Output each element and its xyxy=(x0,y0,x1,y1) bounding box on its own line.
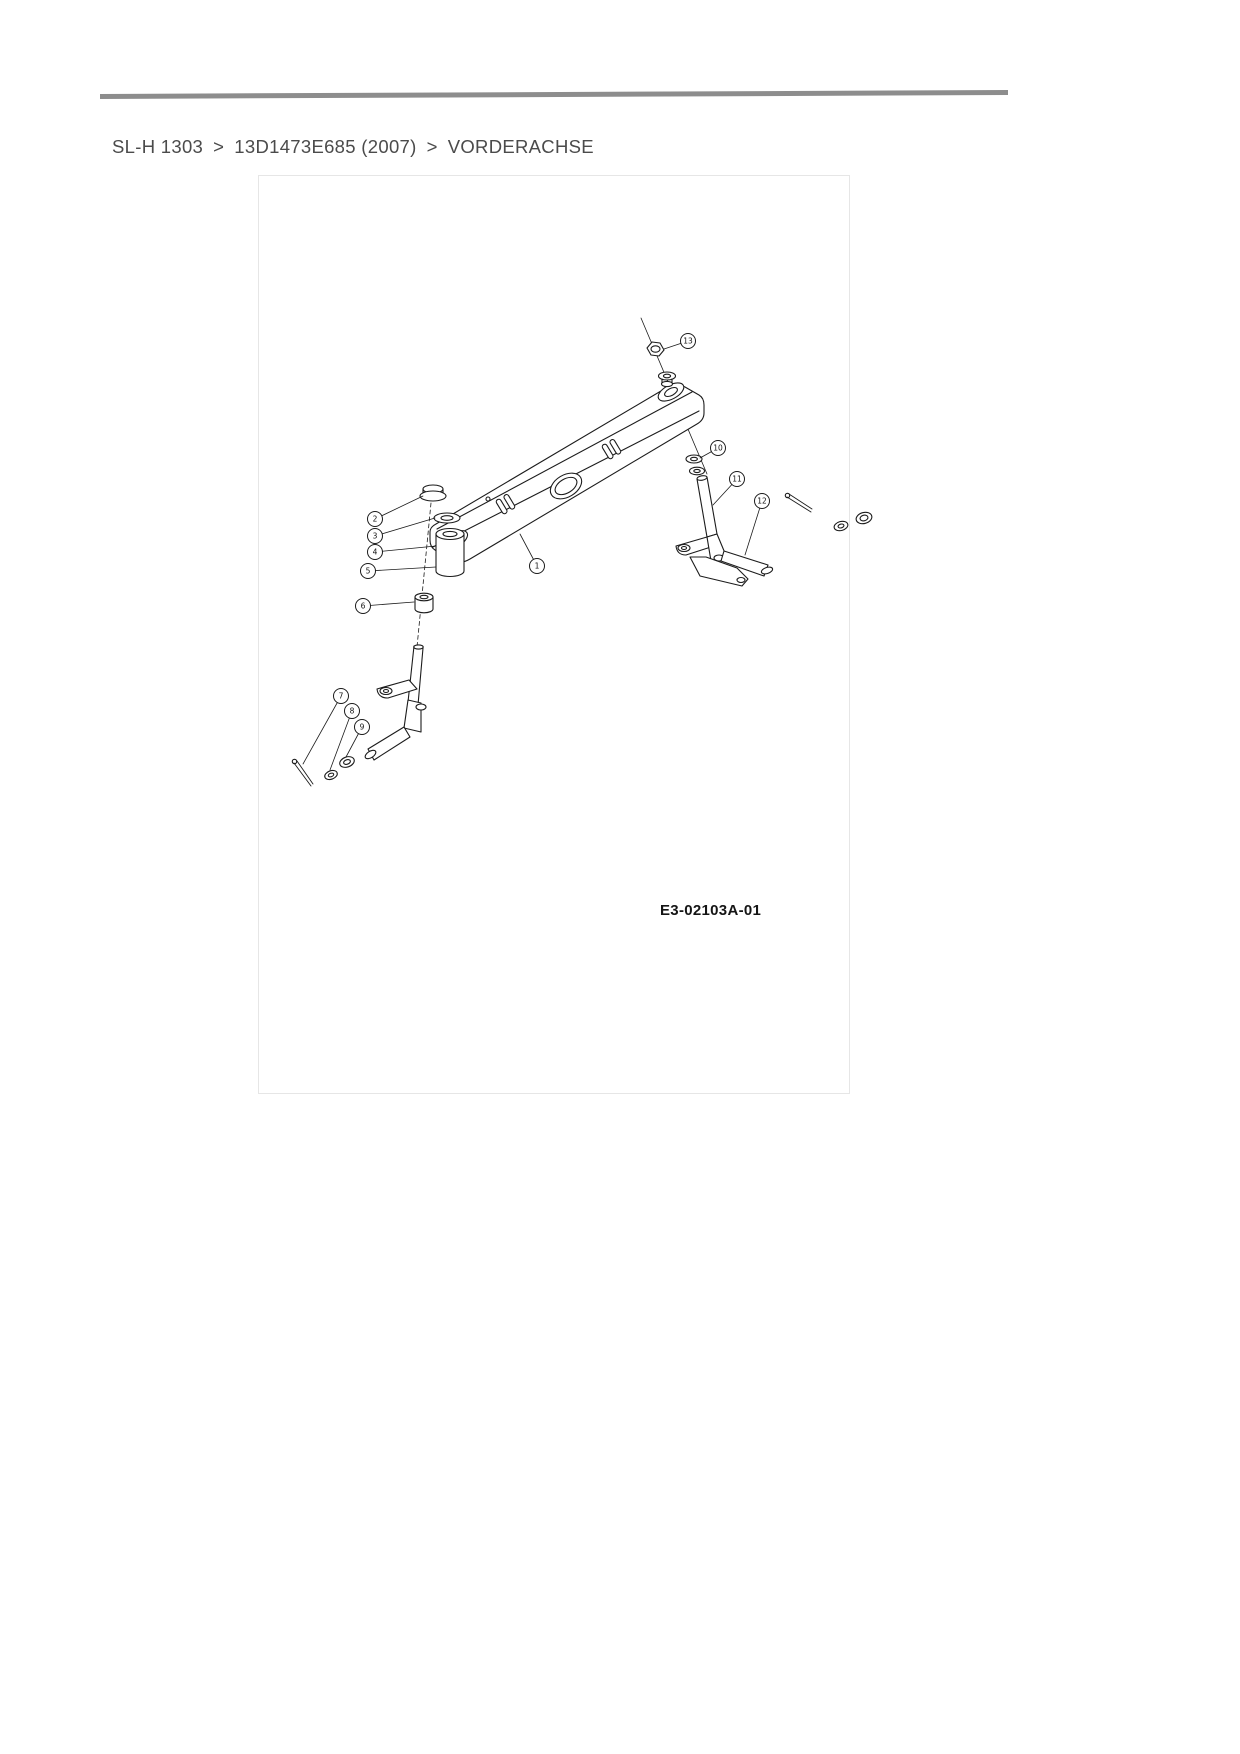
left-ring-washer xyxy=(339,756,355,768)
right-washer-stack xyxy=(685,454,706,476)
breadcrumb: SL-H 1303 > 13D1473E685 (2007) > VORDERA… xyxy=(112,136,594,158)
svg-text:3: 3 xyxy=(373,532,378,541)
top-lock-nut xyxy=(646,341,665,357)
right-ring-washer xyxy=(855,511,873,525)
breadcrumb-item-article[interactable]: 13D1473E685 (2007) xyxy=(234,136,417,157)
left-lower-bushing xyxy=(414,592,434,614)
top-flange-washer xyxy=(657,371,677,388)
svg-text:6: 6 xyxy=(361,602,366,611)
callout-2[interactable]: 2 xyxy=(367,495,424,527)
breadcrumb-item-model[interactable]: SL-H 1303 xyxy=(112,136,204,157)
breadcrumb-separator: > xyxy=(426,136,438,157)
right-kingpin xyxy=(696,475,718,538)
svg-text:9: 9 xyxy=(360,723,365,732)
breadcrumb-separator: > xyxy=(213,136,225,157)
left-flat-washer xyxy=(324,769,338,781)
svg-text:12: 12 xyxy=(757,497,767,506)
axle-beam xyxy=(429,382,705,563)
left-cotter-pin xyxy=(291,758,314,787)
callout-10[interactable]: 10 xyxy=(699,440,726,459)
svg-text:1: 1 xyxy=(535,562,540,571)
breadcrumb-item-assembly[interactable]: VORDERACHSE xyxy=(447,136,594,157)
callout-11[interactable]: 11 xyxy=(712,471,745,506)
svg-text:5: 5 xyxy=(366,567,371,576)
left-pivot-cap xyxy=(419,484,447,502)
callout-12[interactable]: 12 xyxy=(744,493,770,556)
callout-4[interactable]: 4 xyxy=(367,544,437,560)
svg-text:2: 2 xyxy=(373,515,378,524)
diagram-frame xyxy=(258,175,850,1094)
svg-text:11: 11 xyxy=(732,475,742,484)
callout-8[interactable]: 8 xyxy=(329,703,360,771)
svg-text:4: 4 xyxy=(373,548,378,557)
axle-center-hole xyxy=(549,472,583,500)
diagram-code-label: E3-02103A-01 xyxy=(660,902,762,919)
right-spindle-assembly xyxy=(675,533,774,587)
callout-6[interactable]: 6 xyxy=(355,598,415,614)
callout-13[interactable]: 13 xyxy=(663,333,696,350)
callout-3[interactable]: 3 xyxy=(367,517,436,544)
left-kingpin-bushing xyxy=(435,527,465,578)
callout-9[interactable]: 9 xyxy=(345,719,370,758)
right-flat-washer xyxy=(833,520,849,532)
svg-text:10: 10 xyxy=(713,444,723,453)
svg-text:8: 8 xyxy=(350,707,355,716)
axle-slots-right xyxy=(601,439,622,460)
right-cotter-pin xyxy=(784,492,813,513)
left-flange-washer xyxy=(433,512,461,524)
svg-text:13: 13 xyxy=(683,337,693,346)
left-spindle-assembly xyxy=(364,644,427,761)
axle-slots-left xyxy=(495,494,516,515)
left-assembly-axis xyxy=(416,502,432,648)
callout-1[interactable]: 1 xyxy=(519,533,545,574)
callout-7[interactable]: 7 xyxy=(302,688,349,765)
callout-5[interactable]: 5 xyxy=(360,563,437,579)
svg-text:7: 7 xyxy=(339,692,344,701)
